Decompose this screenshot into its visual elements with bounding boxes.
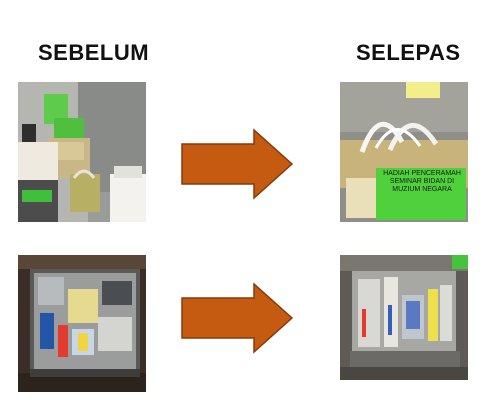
right-arrow-icon	[180, 128, 295, 200]
heading-after: SELEPAS	[356, 40, 461, 65]
photo-after-organized-shelf: HADIAH PENCERAMAH SEMINAR BIDAN DI MUZIU…	[340, 82, 468, 222]
photo-before-office-corner	[18, 82, 146, 222]
photo-before-messy-drawer	[18, 255, 146, 392]
gift-box-sign: HADIAH PENCERAMAH SEMINAR BIDAN DI MUZIU…	[383, 170, 461, 193]
heading-before: SEBELUM	[38, 40, 150, 65]
right-arrow-icon	[180, 282, 295, 354]
photo-after-organized-drawer	[340, 255, 468, 380]
